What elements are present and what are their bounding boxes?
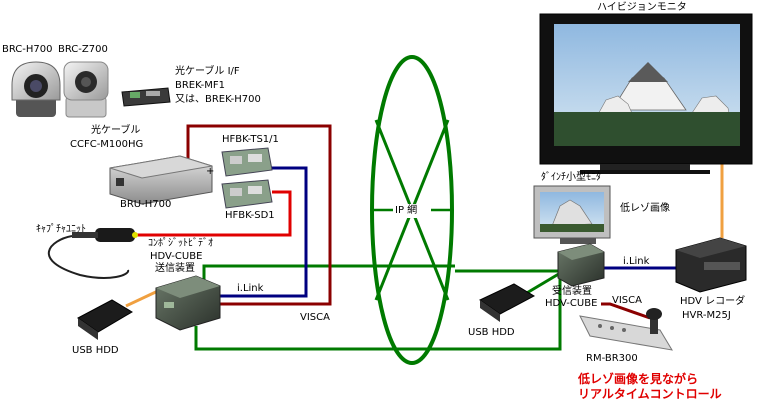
rm-br300-label: RM-BR300: [586, 353, 638, 364]
monitor-title-label: ハイビジョンモニタ: [597, 2, 687, 13]
optical-if-card: [121, 87, 171, 107]
plus-sign: +: [206, 166, 215, 177]
optical-if-label-3: 又は、BREK-H700: [175, 94, 261, 105]
usb-hdd-left: [77, 299, 133, 340]
sender-label-1: HDV-CUBE: [150, 251, 203, 262]
low-res-image-label: 低レゾ画像: [620, 203, 670, 214]
capture-cable: [47, 235, 129, 279]
sender-hdv-cube: [155, 275, 221, 331]
brc-h700-label: BRC-H700: [2, 44, 53, 55]
caption-line-2: リアルタイムコントロール: [578, 387, 722, 401]
caption-line-1: 低レゾ画像を見ながら: [578, 372, 699, 386]
bru-h700-unit: [109, 155, 213, 205]
visca-right-label: VISCA: [612, 295, 642, 306]
ip-network-cloud: [370, 55, 454, 365]
hdv-recorder-label-2: HVR-M25J: [682, 310, 731, 321]
usb-link-left: [125, 288, 161, 308]
receiver-label-2: HDV-CUBE: [545, 298, 598, 309]
sender-to-ip-line: [202, 264, 455, 280]
bru-h700-label: BRU-H700: [120, 199, 172, 210]
caption: 低レゾ画像を見ながら リアルタイムコントロール: [578, 372, 760, 402]
optical-if-label-2: BREK-MF1: [175, 80, 225, 91]
usb-hdd-right: [479, 283, 536, 322]
hfbk-sd1-label: HFBK-SD1: [225, 210, 275, 221]
usb-hdd-right-label: USB HDD: [468, 327, 515, 338]
ip-bottom-line: [194, 271, 562, 351]
capture-unit: [72, 228, 138, 242]
receiver-label-1: 受信装置: [552, 286, 592, 297]
composite-video-line: [135, 190, 292, 237]
optical-cable-label-2: CCFC-M100HG: [70, 139, 144, 150]
visca-left-label: VISCA: [300, 312, 330, 323]
ilink-left-label: i.Link: [237, 283, 264, 294]
usb-hdd-left-label: USB HDD: [72, 345, 119, 356]
small-monitor-label: ﾀﾞｲﾝﾁ小型ﾓﾆﾀ: [541, 172, 601, 183]
brc-z700-camera: [63, 61, 109, 118]
rm-br300-controller: [579, 308, 673, 351]
ilink-right-label: i.Link: [623, 256, 650, 267]
hdv-recorder-label-1: HDV レコーダ: [680, 296, 746, 307]
brc-h700-camera: [11, 61, 61, 117]
hdv-recorder: [675, 237, 747, 293]
capture-unit-label: ｷｬﾌﾟﾁｬﾕﾆｯﾄ: [36, 224, 86, 235]
small-monitor: [533, 185, 611, 244]
optical-if-label-1: 光ケーブル I/F: [175, 66, 240, 77]
brc-z700-label: BRC-Z700: [58, 44, 108, 55]
ip-network-label: IP 網: [395, 205, 418, 216]
optical-cable-label-1: 光ケーブル: [91, 125, 141, 136]
visca-lines: [186, 124, 651, 320]
sender-label-2: 送信装置: [155, 263, 195, 274]
high-vision-monitor: [539, 13, 753, 174]
hfbk-sd1-card: [221, 179, 273, 209]
hfbk-ts1-label: HFBK-TS1/1: [222, 134, 279, 145]
hfbk-ts1-card: [221, 147, 273, 177]
receiver-hdv-cube: [557, 243, 605, 287]
composite-video-label: ｺﾝﾎﾟｼﾞｯﾄﾋﾞﾃﾞｵ: [148, 238, 213, 249]
